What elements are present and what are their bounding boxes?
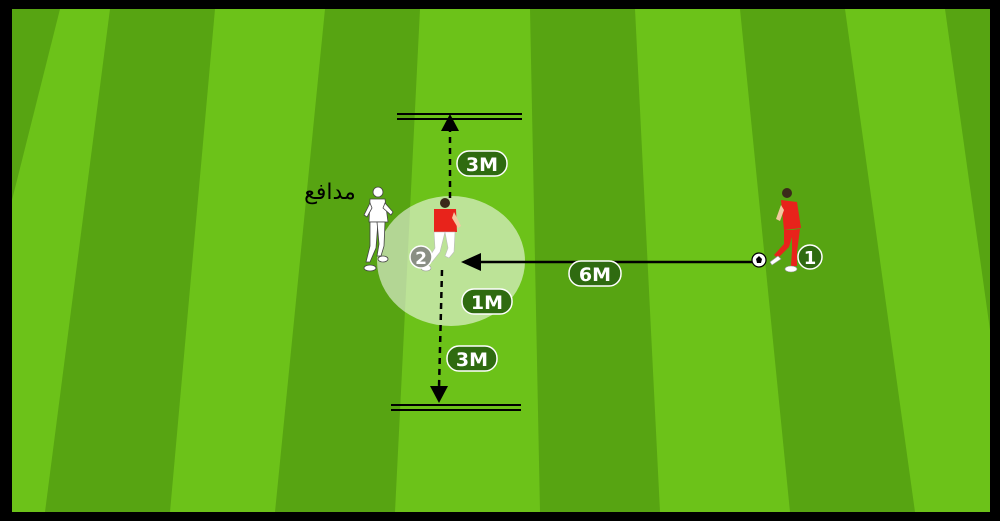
player-1-number-badge: 1 xyxy=(797,244,823,270)
defender-player-icon xyxy=(363,186,394,272)
player-1-number: 1 xyxy=(804,248,817,269)
badge-dist-zone: 1M xyxy=(461,288,513,315)
player-2-number: 2 xyxy=(415,249,427,269)
arrow-left-icon xyxy=(461,253,481,271)
player-2-number-badge: 2 xyxy=(409,245,433,269)
badge-dist-top-text: 3M xyxy=(466,154,498,176)
run-line-down xyxy=(437,269,444,389)
badge-dist-top: 3M xyxy=(456,150,508,177)
badge-dist-bottom: 3M xyxy=(446,345,498,372)
badge-dist-pass: 6M xyxy=(568,260,622,287)
soccer-ball-icon xyxy=(751,252,767,268)
bottom-boundary-line xyxy=(391,404,521,411)
badge-dist-pass-text: 6M xyxy=(579,264,611,286)
badge-dist-bottom-text: 3M xyxy=(456,349,488,371)
player-1-icon xyxy=(769,188,801,273)
top-boundary-line xyxy=(397,113,522,120)
defender-label: مدافع xyxy=(304,180,356,205)
arrow-up-icon xyxy=(441,114,459,131)
arrow-down-icon xyxy=(430,386,448,403)
badge-dist-zone-text: 1M xyxy=(471,292,503,314)
